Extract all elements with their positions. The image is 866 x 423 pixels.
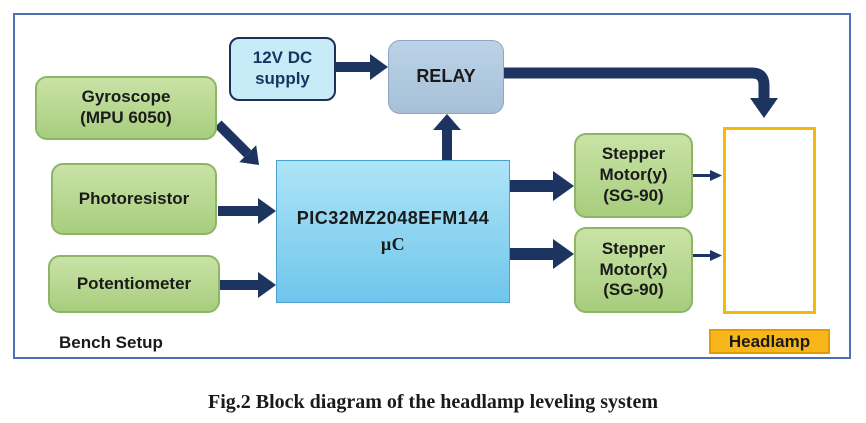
headlamp-frame	[723, 127, 816, 314]
arrow-stepper-x-to-headlamp	[693, 250, 722, 261]
potentiometer-label: Potentiometer	[76, 273, 192, 293]
stepper-y-line2: Motor(y)	[599, 165, 668, 185]
arrow-mcu-to-relay	[433, 114, 461, 160]
stepper-motor-y-block: Stepper Motor(y) (SG-90)	[574, 133, 693, 218]
arrow-gyroscope-to-mcu	[214, 120, 260, 166]
headlamp-label: Headlamp	[709, 329, 830, 354]
stepper-motor-x-block: Stepper Motor(x) (SG-90)	[574, 227, 693, 313]
stepper-y-line3: (SG-90)	[603, 185, 664, 205]
photoresistor-label: Photoresistor	[78, 188, 190, 208]
bench-setup-label: Bench Setup	[59, 333, 163, 352]
arrow-mcu-to-stepper-x	[510, 239, 574, 269]
arrow-mcu-to-stepper-y	[510, 171, 574, 201]
gyroscope-model-label: (MPU 6050)	[80, 108, 172, 127]
arrow-supply-to-relay	[336, 54, 388, 80]
stepper-y-line1: Stepper	[601, 144, 666, 164]
figure-caption: Fig.2 Block diagram of the headlamp leve…	[208, 391, 658, 413]
arrow-photoresistor-to-mcu	[218, 198, 276, 224]
stepper-x-line1: Stepper	[601, 238, 666, 258]
potentiometer-block: Potentiometer	[48, 255, 220, 313]
supply-voltage-label: 12V DC	[252, 48, 313, 68]
arrow-relay-to-headlamp	[504, 67, 778, 118]
supply-label: supply	[255, 69, 310, 88]
gyroscope-label: Gyroscope	[81, 87, 171, 107]
microcontroller-symbol: µC	[380, 233, 406, 254]
gyroscope-block: Gyroscope (MPU 6050)	[35, 76, 217, 140]
microcontroller-block: PIC32MZ2048EFM144 µC	[276, 160, 510, 303]
relay-block: RELAY	[388, 40, 504, 114]
supply-block: 12V DC supply	[229, 37, 336, 101]
stepper-x-line2: Motor(x)	[599, 259, 668, 279]
microcontroller-label: PIC32MZ2048EFM144	[296, 207, 490, 228]
arrow-potentiometer-to-mcu	[220, 272, 276, 298]
relay-label: RELAY	[416, 66, 476, 87]
stepper-x-line3: (SG-90)	[603, 280, 664, 300]
arrow-stepper-y-to-headlamp	[693, 170, 722, 181]
photoresistor-block: Photoresistor	[51, 163, 217, 235]
